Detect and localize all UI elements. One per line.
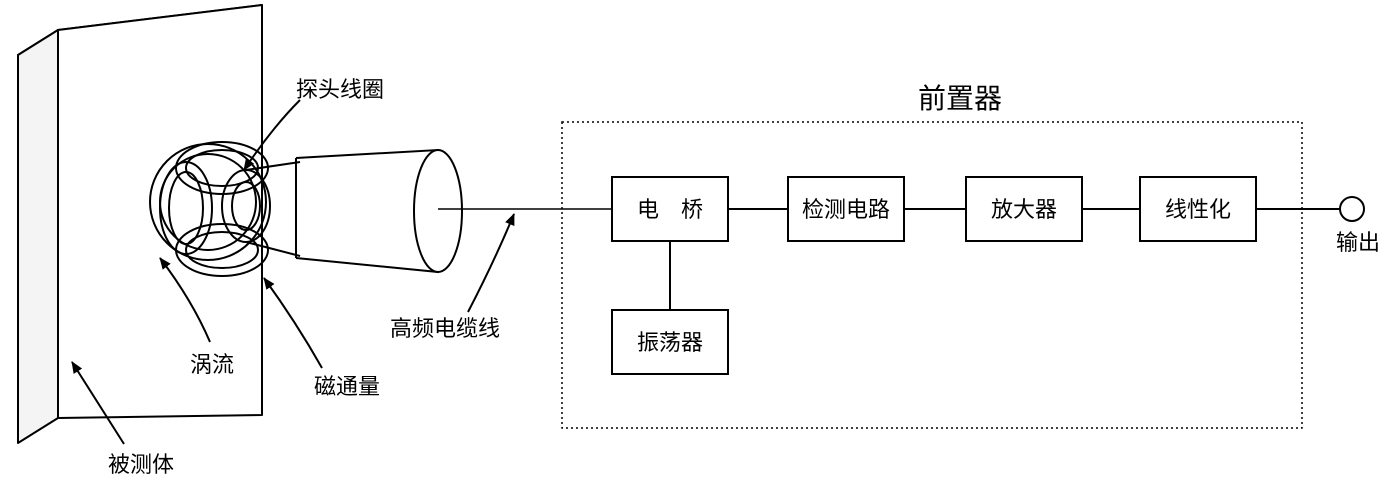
eddy-current-label: 涡流 bbox=[190, 353, 234, 378]
preamp-label: 前置器 bbox=[918, 82, 1002, 115]
detector-label: 检测电路 bbox=[802, 198, 890, 223]
amplifier-label: 放大器 bbox=[991, 198, 1057, 223]
cable-label: 高频电缆线 bbox=[390, 317, 500, 342]
bridge-label: 电 桥 bbox=[637, 198, 703, 223]
bridge-box bbox=[611, 176, 729, 242]
oscillator-label: 振荡器 bbox=[637, 331, 703, 356]
coil-lead-bottom bbox=[245, 241, 301, 257]
flux-loop-left-inner bbox=[168, 171, 204, 245]
eddy-current-arrow bbox=[159, 257, 211, 343]
coil-loops bbox=[149, 141, 301, 277]
target-slab-side bbox=[17, 29, 59, 444]
connections bbox=[669, 208, 1340, 310]
target-label: 被测体 bbox=[108, 453, 174, 478]
probe-cylinder bbox=[295, 148, 463, 274]
preamp-boundary bbox=[561, 121, 1303, 429]
target-arrow bbox=[71, 361, 125, 445]
magnetic-flux-label: 磁通量 bbox=[314, 375, 380, 400]
amplifier-box bbox=[965, 176, 1083, 242]
flux-loop-bottom-inner bbox=[185, 231, 259, 269]
cable-arrow bbox=[467, 213, 515, 313]
magnetic-flux-arrow bbox=[263, 277, 323, 369]
probe-coil-ring-inner bbox=[231, 181, 261, 231]
linearizer-box bbox=[1139, 176, 1257, 242]
output-label: 输出 bbox=[1336, 231, 1380, 256]
oscillator-box bbox=[611, 309, 729, 375]
probe-coil-label: 探头线圈 bbox=[296, 78, 384, 103]
output-terminal bbox=[1339, 196, 1365, 222]
flux-loop-left-outer bbox=[159, 161, 213, 255]
leader-arrows bbox=[71, 99, 515, 445]
flux-loop-top-outer bbox=[175, 141, 269, 195]
block-boxes bbox=[611, 176, 1257, 375]
probe-coil-arrow bbox=[243, 99, 301, 171]
probe-cylinder-end bbox=[413, 149, 463, 273]
coil-lead-top bbox=[245, 161, 301, 171]
linearizer-label: 线性化 bbox=[1165, 198, 1231, 223]
